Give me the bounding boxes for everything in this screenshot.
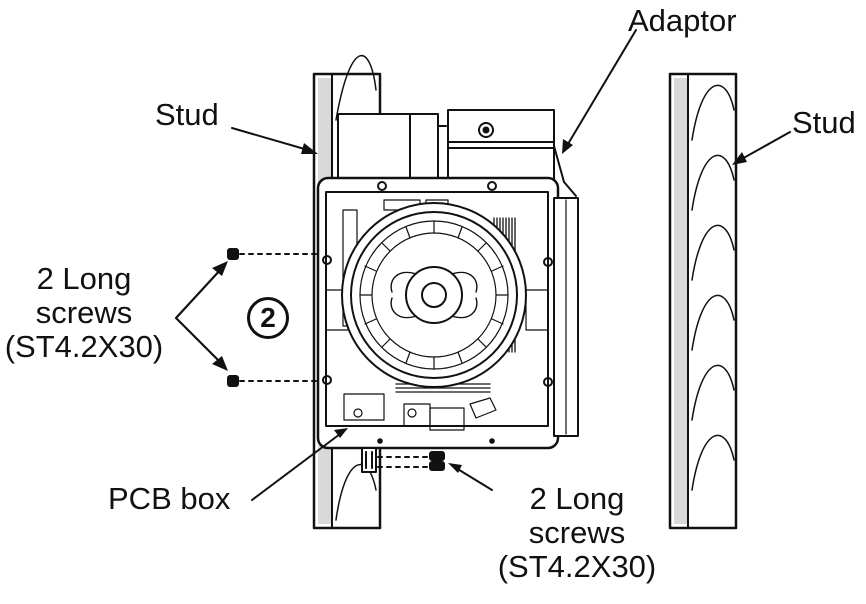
left-screws-label-line2: screws	[35, 295, 133, 330]
stud-label-left: Stud	[155, 97, 219, 132]
bottom-screws-label: 2 Long screws (ST4.2X30)	[492, 482, 662, 584]
bottom-screws-label-line1: 2 Long	[529, 481, 625, 516]
pcb-box-label: PCB box	[108, 481, 231, 516]
left-screws-label: 2 Long screws (ST4.2X30)	[0, 262, 168, 364]
bottom-screws	[377, 451, 445, 471]
bottom-screws-label-line2: screws	[528, 515, 626, 550]
right-stud	[668, 72, 738, 530]
stud-label-right: Stud	[792, 105, 856, 140]
left-screws-label-line1: 2 Long	[36, 261, 132, 296]
fan-housing-top	[337, 113, 447, 181]
stud-wood-grain	[691, 84, 735, 491]
bottom-screws-label-line3: (ST4.2X30)	[497, 549, 657, 584]
fan-body	[316, 176, 579, 473]
leader-lines	[174, 29, 791, 501]
adaptor-label: Adaptor	[628, 3, 737, 38]
left-screws-label-line3: (ST4.2X30)	[4, 329, 164, 364]
step-number-badge: 2	[247, 297, 289, 339]
left-screws	[227, 248, 321, 387]
